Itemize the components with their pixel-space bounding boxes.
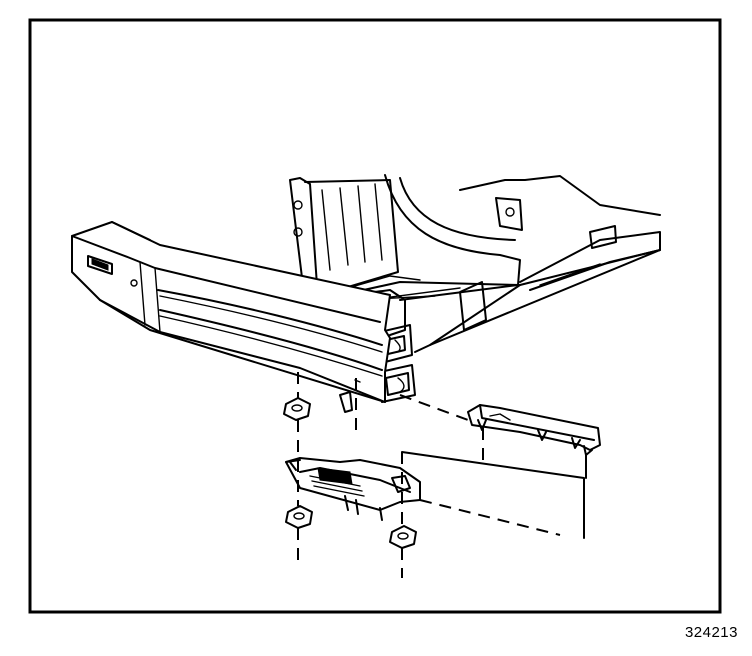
upper-bracket (467, 404, 601, 456)
frame-border (28, 18, 722, 614)
nut-lower-left (285, 505, 313, 529)
figure-number: 324213 (684, 624, 738, 641)
alignment-dashes (297, 372, 587, 578)
bumper-impact-bar (71, 221, 391, 413)
nut-lower-right (389, 525, 417, 549)
lower-bracket (285, 457, 421, 521)
body-structure (289, 174, 661, 353)
nut-upper (283, 397, 311, 421)
